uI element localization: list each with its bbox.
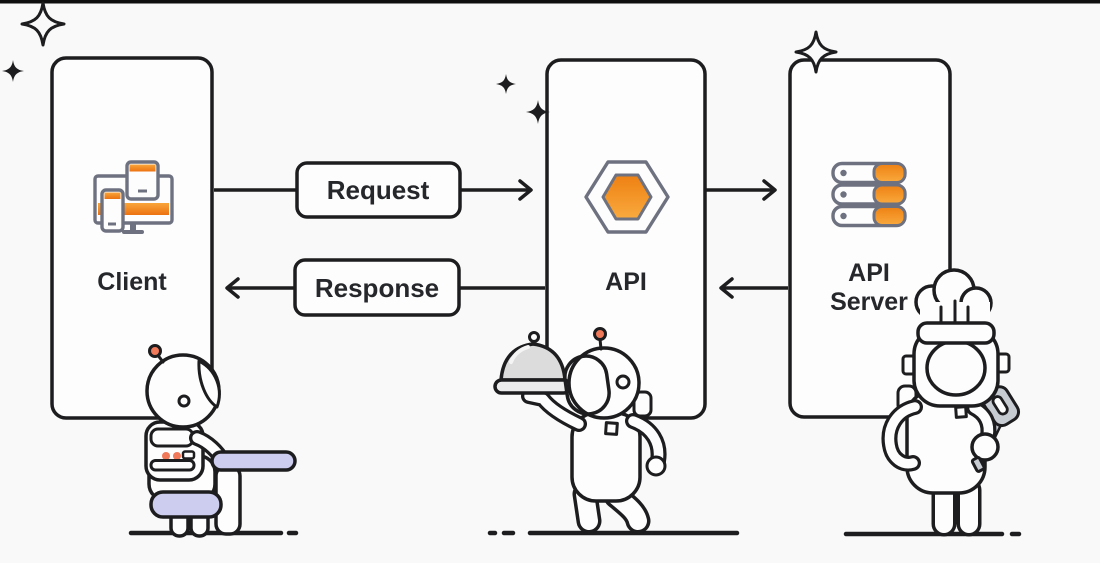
antenna-ball [593, 327, 607, 341]
sparkle-outline-icon [794, 30, 838, 74]
serving-plate [493, 378, 572, 395]
server-row [831, 204, 907, 228]
response-pill [293, 258, 461, 317]
server-flows [706, 179, 788, 299]
stool-cushion [149, 490, 223, 519]
request-flow: Request [214, 161, 533, 219]
spatula-handle-end [970, 456, 986, 473]
sparkles [2, 1, 838, 124]
node-boxes: Client API API Server [50, 56, 952, 420]
chest-slot [181, 450, 196, 460]
visor [925, 339, 987, 397]
api-server-label-line2: Server [830, 288, 908, 316]
antenna-ball [148, 344, 162, 358]
astronaut-sitting-at-desk [144, 344, 297, 538]
server-row [831, 161, 907, 185]
sparkle-filled-icon [2, 60, 24, 82]
visor [197, 359, 221, 409]
visor [563, 354, 611, 416]
glove [970, 432, 1000, 462]
cloche-knob [528, 331, 540, 343]
hat-band [916, 321, 996, 345]
request-pill [295, 161, 462, 219]
chest-dot [162, 452, 170, 460]
hexagon-inner [601, 173, 653, 221]
request-label: Request [327, 175, 430, 205]
eye [177, 394, 191, 408]
sparkle-filled-icon [526, 100, 550, 124]
hat-pleats [939, 299, 970, 326]
client-box [50, 56, 214, 420]
chef-hat-icon [914, 268, 996, 345]
server-row [831, 183, 907, 206]
client-label: Client [97, 268, 167, 296]
chest-dot [173, 452, 181, 460]
phone-icon [100, 188, 125, 233]
chest-slot [604, 421, 619, 436]
top-edge-bar [0, 0, 1100, 4]
astronaut-chef-holding-spatula [881, 268, 1021, 537]
api-server-box [788, 58, 952, 419]
server-stack-icon [831, 161, 907, 228]
hand [645, 455, 667, 477]
response-label: Response [315, 273, 439, 303]
api-label: API [605, 268, 647, 296]
response-flow: Response [225, 258, 545, 317]
devices-icon [93, 160, 174, 234]
cloche-highlight [509, 345, 530, 364]
spatula-slot [991, 395, 1009, 416]
astronaut-waiter-holding-cloche [493, 327, 667, 534]
helmet [567, 346, 641, 420]
monitor-base [122, 230, 144, 234]
ground-lines [128, 530, 1022, 537]
monitor-stand [130, 223, 136, 231]
eye [615, 374, 631, 390]
tablet-icon [125, 160, 160, 201]
sparkle-filled-icon [496, 74, 516, 94]
chest-bar [149, 459, 196, 472]
chest-panel [149, 427, 195, 448]
sparkle-outline-icon [20, 1, 66, 47]
desk [210, 450, 297, 472]
api-server-label-line1: API [848, 259, 890, 287]
hexagon-icon [584, 160, 670, 234]
